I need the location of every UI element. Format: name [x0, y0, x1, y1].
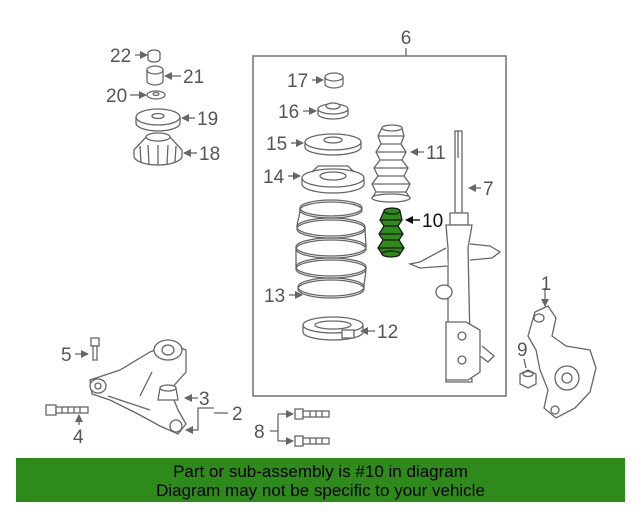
- callout-1: 1: [541, 274, 552, 295]
- part-18-strut-mount: [133, 132, 183, 166]
- part-21-bushing: [146, 65, 164, 86]
- part-12-spring-insulator: [302, 316, 364, 341]
- callout-14: 14: [263, 167, 285, 188]
- callout-13: 13: [264, 286, 285, 307]
- part-10-bump-stop-highlighted: [377, 207, 405, 258]
- callout-16: 16: [278, 102, 299, 123]
- callout-2: 2: [232, 404, 243, 425]
- callout-11: 11: [426, 143, 446, 164]
- callout-8: 8: [254, 422, 265, 443]
- callout-10-highlighted: 10: [422, 211, 443, 232]
- part-16-washer: [317, 102, 349, 120]
- part-7-strut: [407, 130, 502, 383]
- callout-3: 3: [199, 389, 210, 410]
- callout-5: 5: [61, 345, 72, 366]
- part-9-nut: [519, 369, 537, 389]
- part-22-cap: [147, 49, 161, 63]
- info-banner: Part or sub-assembly is #10 in diagram D…: [16, 458, 625, 502]
- callout-9: 9: [517, 340, 528, 361]
- part-8-bolts: [294, 408, 330, 447]
- part-4-bolt: [45, 404, 89, 416]
- callout-20: 20: [106, 86, 127, 107]
- callout-15: 15: [266, 134, 287, 155]
- callout-12: 12: [377, 322, 398, 343]
- strut-assembly-frame: [252, 55, 507, 397]
- part-20-washer: [146, 90, 166, 100]
- callout-6: 6: [401, 28, 412, 49]
- part-17-cap: [324, 72, 344, 89]
- leader-9: [523, 358, 527, 369]
- part-13-coil-spring: [295, 199, 367, 299]
- callout-17: 17: [287, 71, 308, 92]
- part-19-bearing-plate: [135, 108, 181, 132]
- callout-22: 22: [110, 46, 131, 67]
- callout-19: 19: [197, 109, 218, 130]
- callout-21: 21: [183, 67, 204, 88]
- part-3-ball-joint: [157, 384, 179, 401]
- part-lower-control-arm: [89, 339, 187, 435]
- part-5-bolt: [90, 337, 100, 361]
- banner-line-part-number: Part or sub-assembly is #10 in diagram: [173, 462, 468, 481]
- callout-4: 4: [73, 427, 84, 448]
- callout-18: 18: [199, 144, 220, 165]
- callout-7: 7: [483, 179, 494, 200]
- leader-8: [270, 413, 292, 442]
- leader-2: [185, 407, 214, 434]
- part-15-seat: [304, 133, 362, 156]
- part-14-spring-seat: [301, 165, 365, 194]
- part-1-steering-knuckle: [527, 305, 597, 419]
- exploded-parts-diagram: 1 2 3 4 5 6 7 8 9 10 11 12 13 14 15 16 1…: [45, 28, 597, 448]
- banner-line-disclaimer: Diagram may not be specific to your vehi…: [156, 481, 485, 500]
- part-11-dust-boot: [370, 124, 412, 203]
